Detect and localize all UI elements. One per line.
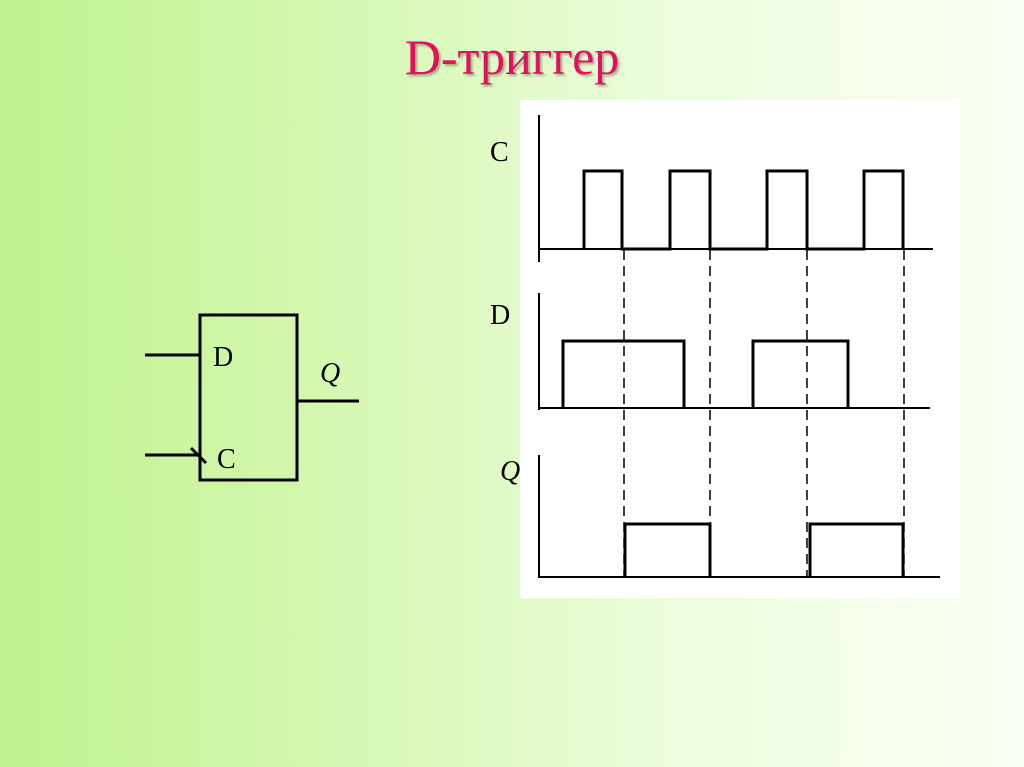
- timing-panel: [520, 100, 960, 598]
- d-waveform-2: [751, 339, 850, 408]
- block-body: [198, 313, 299, 482]
- timing-label-d: D: [490, 300, 510, 331]
- timing-label-q: Q: [500, 456, 520, 487]
- q-waveform: [623, 522, 712, 577]
- flip-flop-block: [145, 313, 359, 482]
- d-waveform: [561, 339, 686, 408]
- timing-diagram: [538, 115, 940, 578]
- block-label-c: C: [217, 444, 236, 475]
- clock-edge-guides: [623, 250, 905, 578]
- c-waveform: [582, 169, 905, 251]
- timing-label-c: C: [490, 137, 509, 168]
- block-label-d: D: [213, 342, 233, 373]
- edge-marker: [189, 446, 208, 465]
- slide-title: D-триггер: [404, 29, 620, 85]
- q-waveform-2: [808, 522, 905, 577]
- block-label-q: Q: [320, 358, 340, 389]
